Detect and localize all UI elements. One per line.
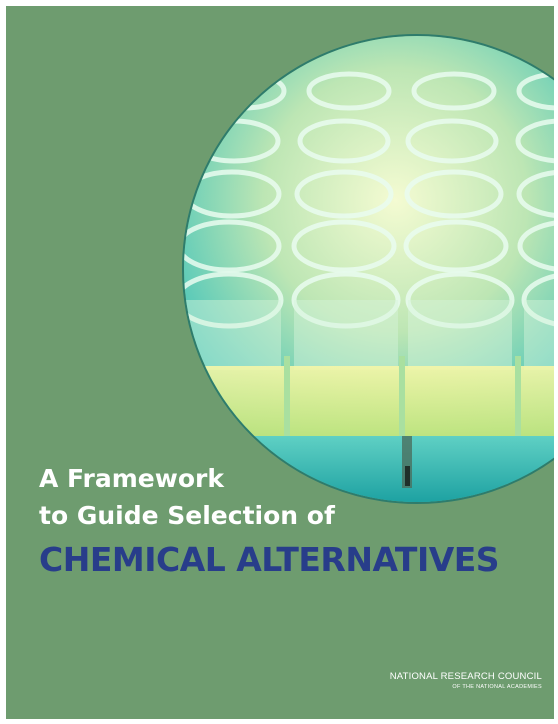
- publisher-subtitle: OF THE NATIONAL ACADEMIES: [452, 684, 542, 690]
- cover-photo-well-plate: [182, 34, 554, 504]
- well-plate-illustration: [184, 36, 554, 502]
- title-line-1: A Framework: [39, 464, 224, 493]
- title-line-3: CHEMICAL ALTERNATIVES: [39, 540, 500, 579]
- title-line-2: to Guide Selection of: [39, 501, 335, 530]
- publisher-name: NATIONAL RESEARCH COUNCIL: [389, 671, 542, 682]
- book-cover: A Framework to Guide Selection of CHEMIC…: [6, 6, 554, 719]
- publisher-block: NATIONAL RESEARCH COUNCIL OF THE NATIONA…: [390, 671, 542, 690]
